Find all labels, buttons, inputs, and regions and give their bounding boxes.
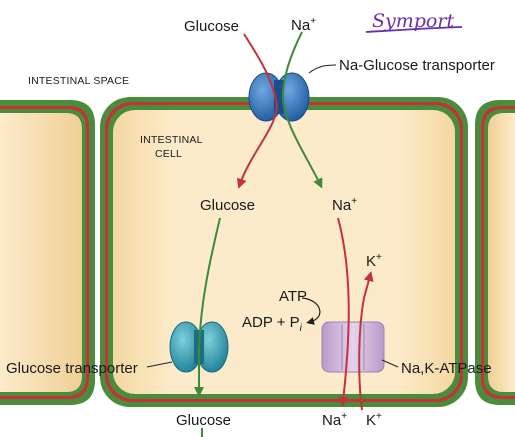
glucose-uptake-arrow (236, 33, 278, 189)
neighbor-cell-right (475, 100, 515, 405)
symport-handwritten-note: Symport (372, 10, 454, 32)
na-glucose-transporter-label: Na-Glucose transporter (339, 57, 495, 74)
k-cytosol-label: K+ (366, 252, 382, 270)
na-top-label: Na+ (291, 16, 316, 34)
glucose-exit-arrow (194, 217, 221, 397)
k-blood-label: K+ (366, 411, 382, 429)
neighbor-cell-left (0, 100, 95, 405)
glucose-blood-label: Glucose (176, 412, 231, 429)
atp-hydrolysis-arrow (301, 297, 321, 325)
intestinal-space-label: INTESTINAL SPACE (28, 75, 129, 87)
glucose-transporter-leader-line (146, 361, 173, 368)
intestinal-cell-label-line2: CELL (155, 148, 182, 160)
sodium-uptake-arrow (281, 31, 323, 189)
glucose-top-label: Glucose (184, 18, 239, 35)
na-glucose-symporter (248, 72, 310, 122)
atp-label: ATP (279, 288, 307, 305)
na-cytosol-label: Na+ (332, 196, 357, 214)
atpase-leader-line (381, 359, 399, 368)
na-k-atpase-protein (321, 321, 385, 373)
glucose-cytosol-label: Glucose (200, 197, 255, 214)
symporter-leader-line (308, 64, 337, 74)
adp-pi-label: ADP + Pi (242, 314, 303, 334)
na-k-atpase-label: Na,K-ATPase (401, 360, 492, 377)
potassium-entry-arrow (358, 271, 374, 411)
na-blood-label: Na+ (322, 411, 347, 429)
glucose-transporter-label: Glucose transporter (6, 360, 138, 377)
symport-underline (365, 26, 463, 33)
intestinal-cell-label-line1: INTESTINAL (140, 134, 203, 146)
sodium-exit-arrow (337, 217, 350, 407)
